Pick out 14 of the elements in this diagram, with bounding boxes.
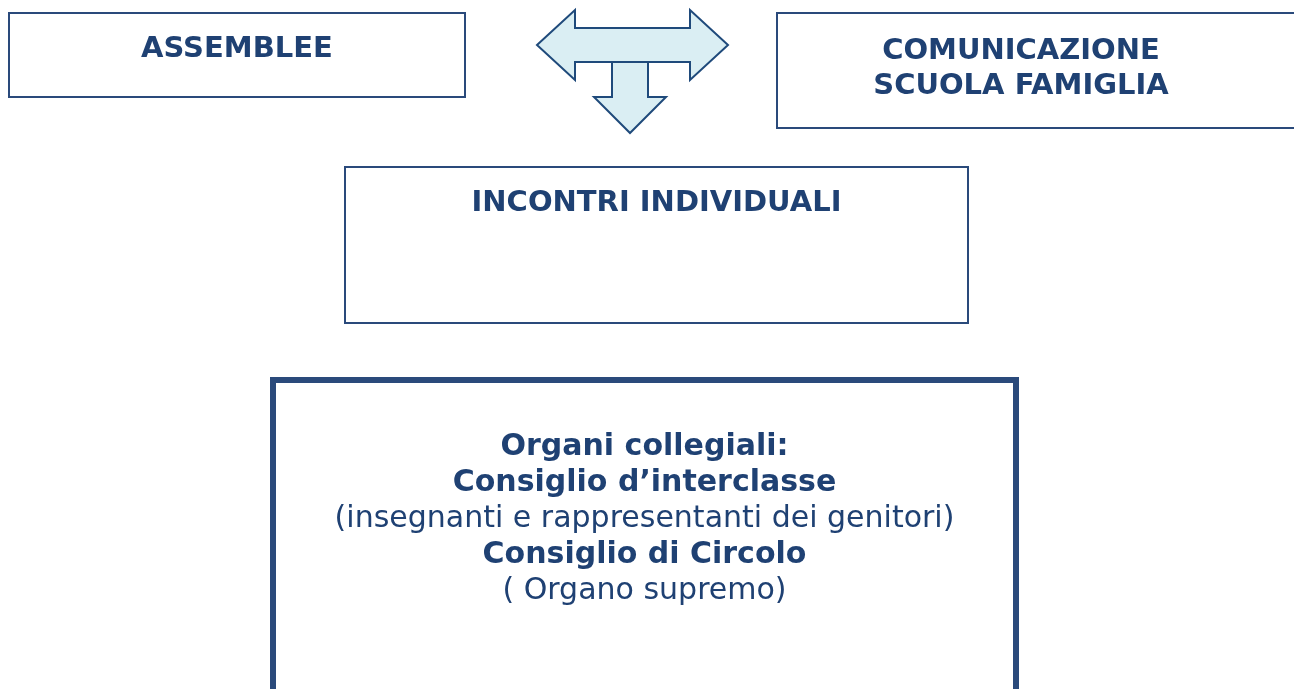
box-text: COMUNICAZIONE SCUOLA FAMIGLIA <box>872 32 1170 102</box>
text-box <box>776 12 1294 129</box>
block-arrow <box>535 7 730 83</box>
box-text: INCONTRI INDIVIDUALI <box>470 184 843 219</box>
box-text: Organi collegiali: <box>499 427 790 463</box>
box-text: (insegnanti e rappresentanti dei genitori) <box>333 499 956 535</box>
text-box <box>344 166 969 324</box>
box-text: ( Organo supremo) <box>501 571 788 607</box>
text-box <box>8 12 466 98</box>
box-text: Consiglio di Circolo <box>481 535 808 571</box>
block-arrow <box>591 61 669 135</box>
box-text: ASSEMBLEE <box>140 30 334 65</box>
text-box <box>270 377 1019 689</box>
box-text: Consiglio d’interclasse <box>451 463 838 499</box>
